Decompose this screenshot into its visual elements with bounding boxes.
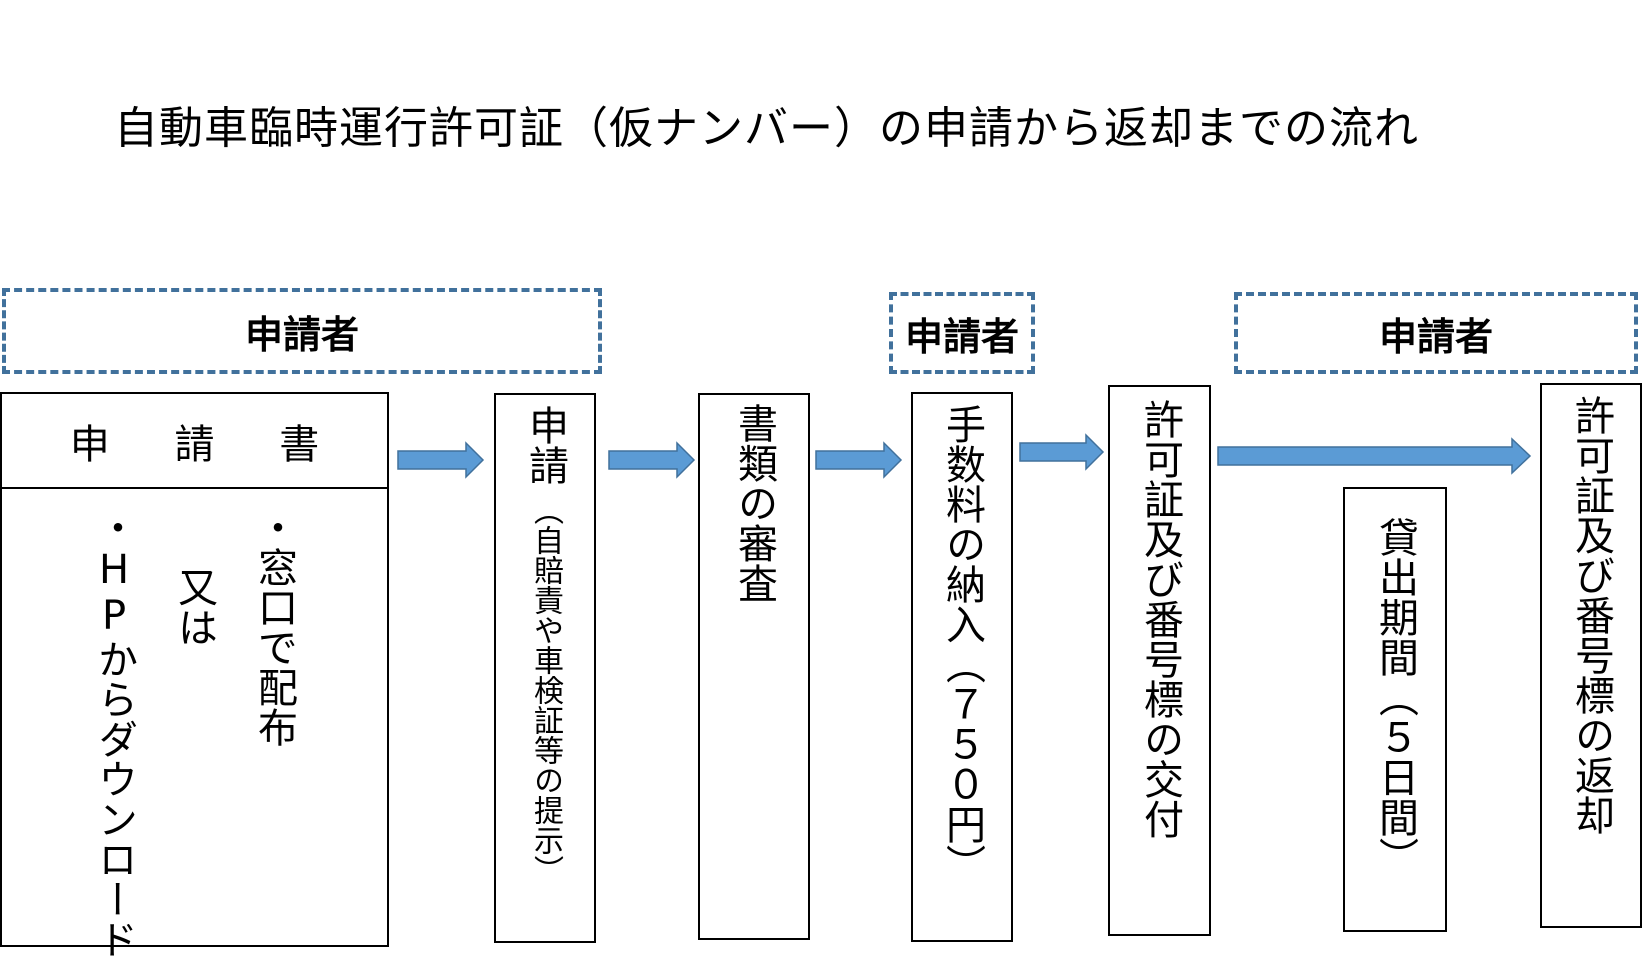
arrow-5 [1217, 437, 1532, 475]
form-title: 申 請 書 [69, 421, 346, 468]
arrow-4 [1019, 433, 1105, 471]
step-apply-label: 申請 [522, 405, 568, 485]
actor-label: 申請者 [244, 312, 359, 357]
step-review: 書類の審査 [698, 393, 810, 940]
step-review-label: 書類の審査 [731, 403, 777, 603]
actor-label: 申請者 [904, 314, 1019, 359]
step-issue-label: 許可証及び番号標の交付 [1137, 399, 1183, 839]
arrow-3 [815, 441, 903, 479]
arrow-2 [608, 441, 696, 479]
step-fee: 手数料の納入（７５０円） [911, 392, 1013, 942]
actor-box-applicant-3: 申請者 [1234, 292, 1638, 374]
form-title-box: 申 請 書 [0, 392, 389, 489]
form-line-or: 又は [171, 567, 217, 647]
actor-box-applicant-2: 申請者 [889, 292, 1035, 374]
step-fee-label: 手数料の納入（７５０円） [939, 404, 985, 884]
page-title: 自動車臨時運行許可証（仮ナンバー）の申請から返却までの流れ [114, 103, 1419, 154]
loan-period-label: 貸出期間（５日間） [1372, 517, 1418, 877]
form-body-box: ・窓口で配布 又は ・HPからダウンロード [0, 487, 389, 959]
step-return: 許可証及び番号標の返却 [1540, 383, 1642, 928]
loan-period: 貸出期間（５日間） [1343, 487, 1447, 932]
step-issue: 許可証及び番号標の交付 [1108, 385, 1211, 936]
actor-box-applicant-1: 申請者 [2, 288, 602, 374]
actor-label: 申請者 [1378, 314, 1493, 359]
step-apply: 申請 （自賠責や車検証等の提示） [494, 393, 596, 943]
form-line-download: ・HPからダウンロード [91, 507, 137, 959]
arrow-1 [397, 441, 485, 479]
form-line-counter: ・窓口で配布 [251, 507, 297, 747]
step-return-label: 許可証及び番号標の返却 [1568, 395, 1614, 835]
step-apply-note: （自賠責や車検証等の提示） [528, 495, 563, 885]
